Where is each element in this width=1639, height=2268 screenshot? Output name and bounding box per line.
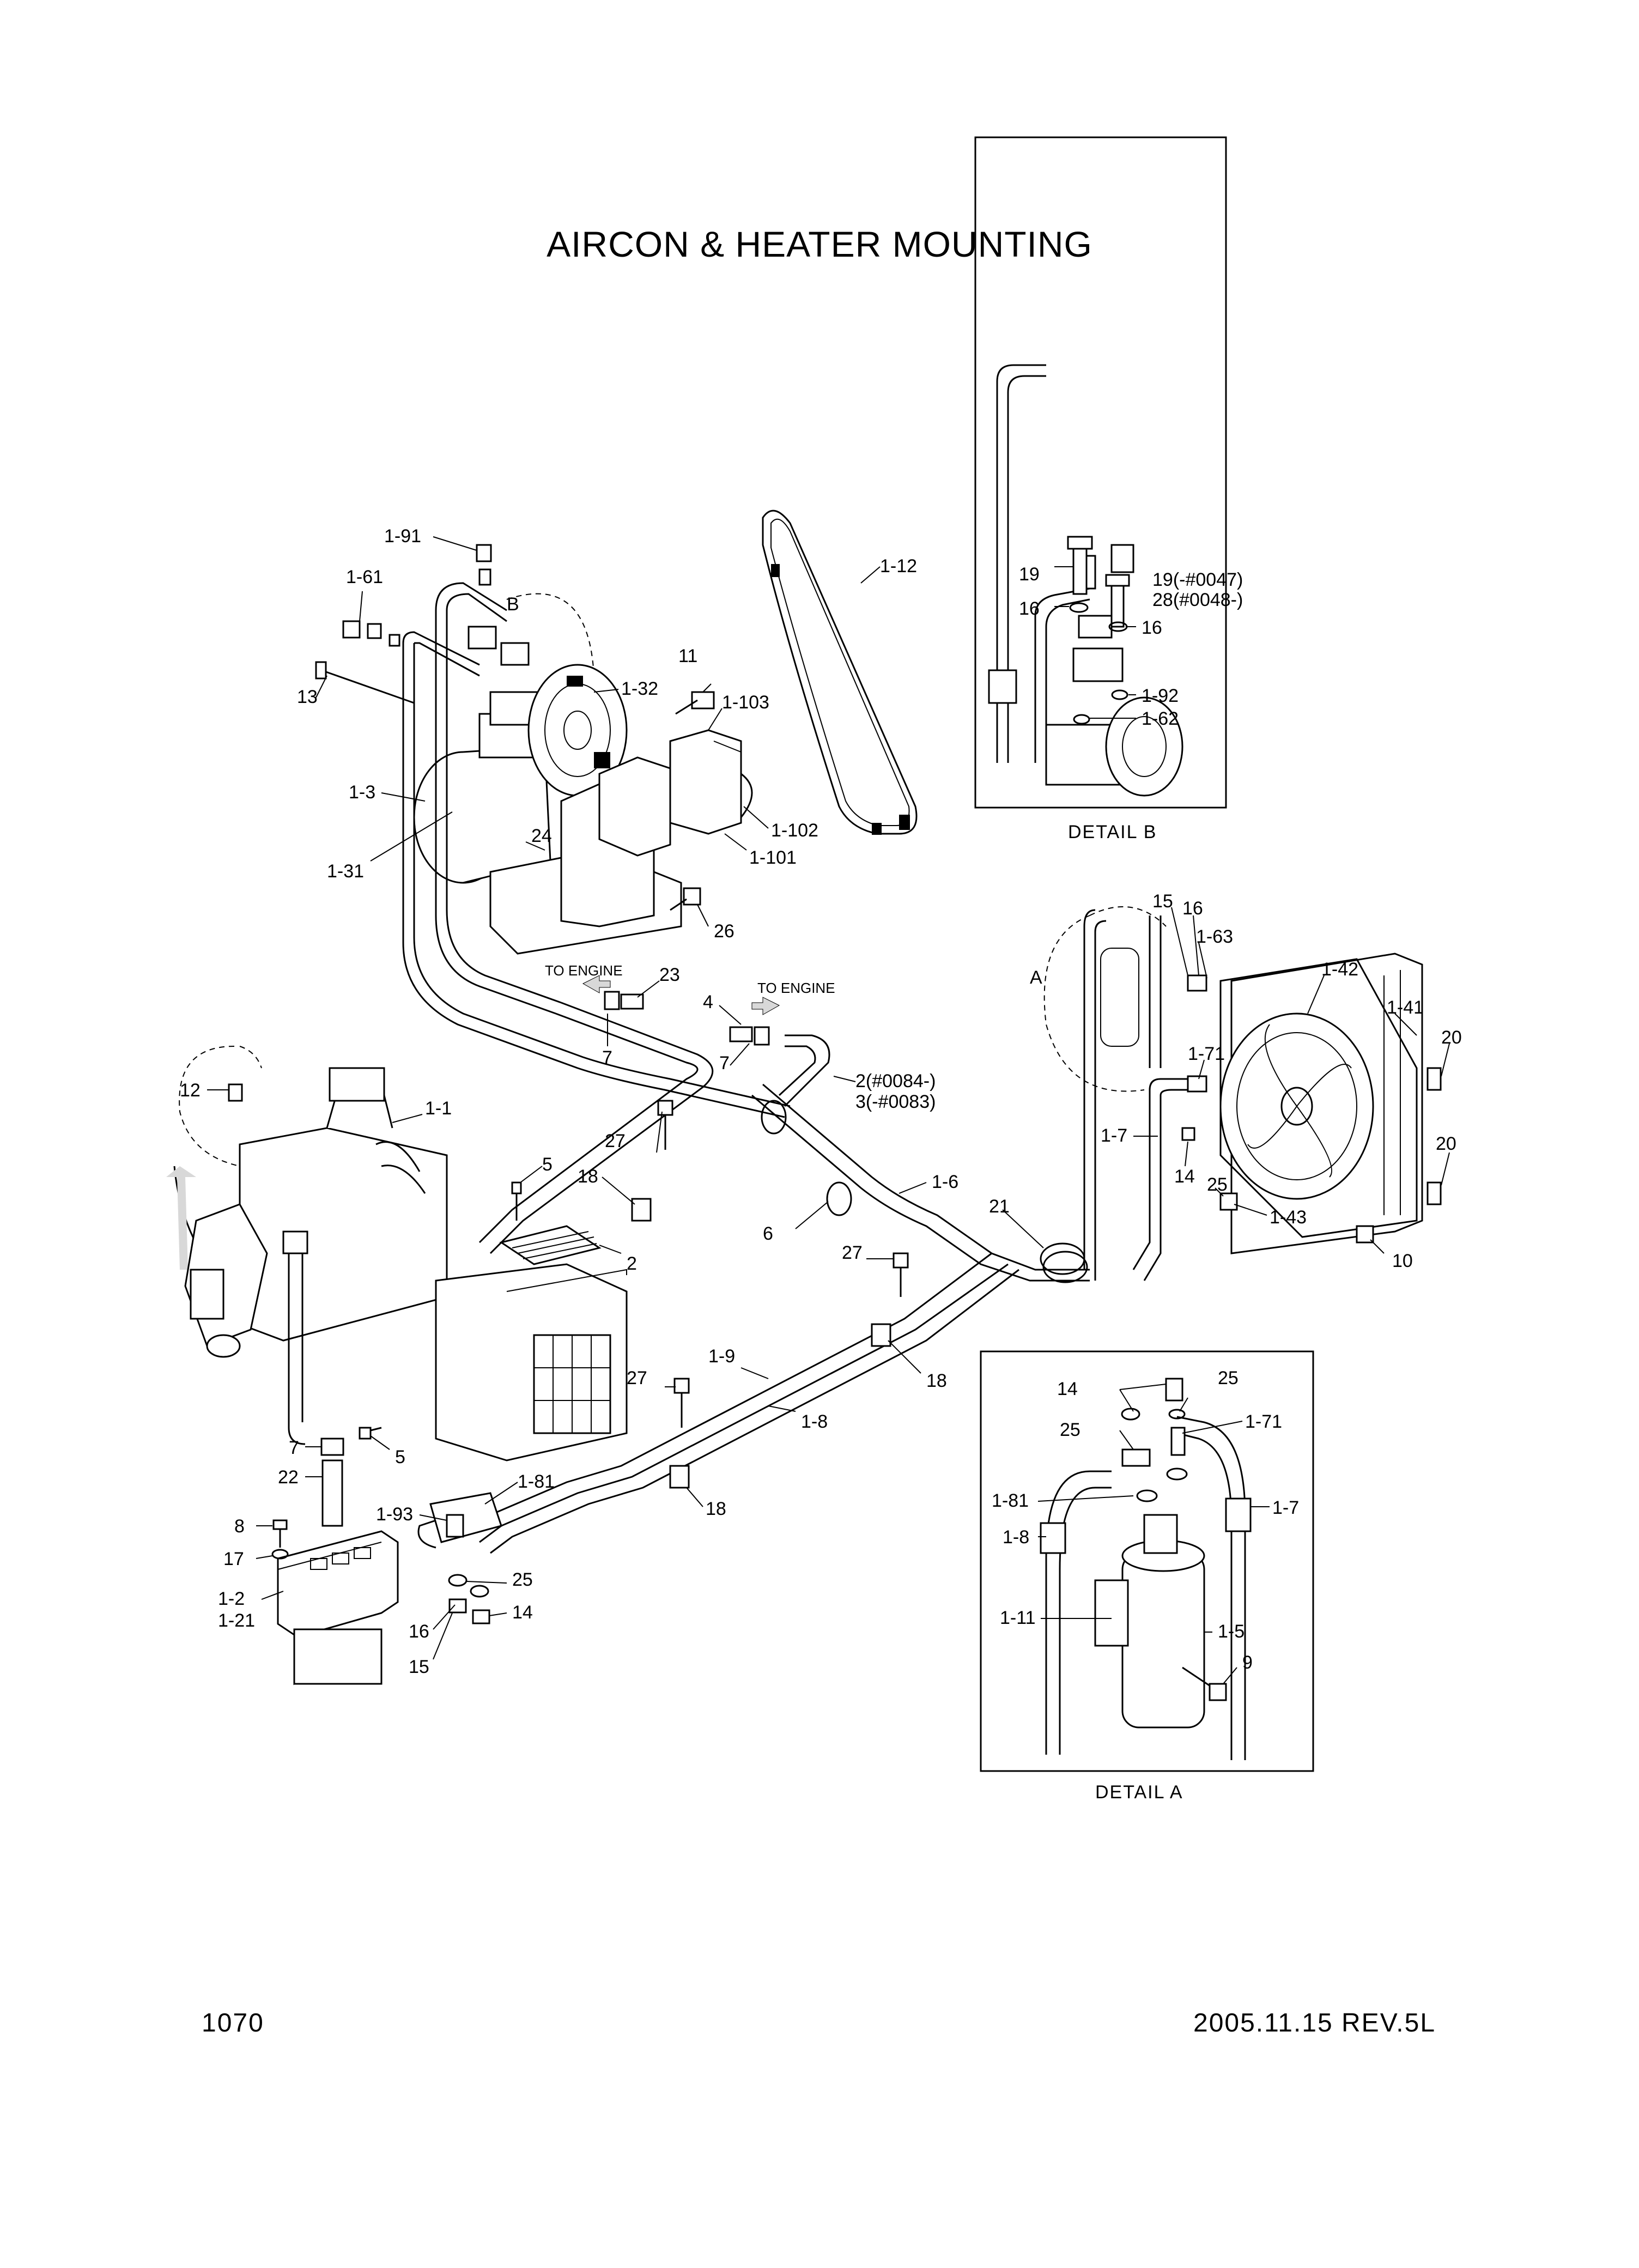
heater-unit: 12 1-1 5 7 22 5 1-81 1-93 25 14 16 15 [166, 1046, 628, 1677]
detail-b-caption: DETAIL B [1068, 822, 1157, 842]
callout-db-19b: 19(-#0047) [1152, 569, 1243, 590]
detail-a-box: 14 25 25 1-71 1-81 1-7 1-8 1-11 1-5 9 DE… [980, 1350, 1314, 1803]
callout-1-43: 1-43 [1270, 1207, 1307, 1228]
callout-5b: 5 [395, 1447, 405, 1467]
callout-1-3: 1-3 [349, 782, 375, 803]
callout-da-25b: 25 [1060, 1420, 1080, 1440]
callout-1-101: 1-101 [749, 847, 797, 868]
callout-16a: 16 [409, 1621, 429, 1642]
callout-da-1-11: 1-11 [1000, 1608, 1036, 1628]
callout-14b: 14 [1174, 1166, 1195, 1187]
callout-21: 21 [989, 1196, 1010, 1217]
callout-17: 17 [223, 1549, 244, 1569]
callout-1-1: 1-1 [425, 1098, 452, 1119]
callout-7c: 7 [289, 1438, 299, 1458]
callout-24: 24 [531, 826, 552, 846]
callout-15b: 15 [1152, 891, 1173, 912]
callout-23: 23 [659, 965, 680, 985]
callout-20b: 20 [1436, 1133, 1456, 1154]
callout-18b: 18 [926, 1370, 947, 1391]
revision-stamp: 2005.11.15 REV.5L [1193, 2009, 1436, 2037]
page-number: 1070 [202, 2009, 264, 2037]
callout-20a: 20 [1441, 1027, 1462, 1048]
callout-da-14: 14 [1057, 1379, 1078, 1399]
compressor-assembly: B [297, 510, 918, 955]
callout-1-71a: 1-71 [1188, 1044, 1225, 1064]
callout-1-103: 1-103 [722, 692, 769, 713]
callout-15a: 15 [409, 1657, 429, 1677]
callout-7b: 7 [719, 1053, 730, 1074]
callout-14a: 14 [512, 1602, 533, 1623]
callout-da-9: 9 [1242, 1652, 1253, 1673]
callout-25b: 25 [1207, 1174, 1228, 1195]
callout-da-1-7: 1-7 [1272, 1497, 1299, 1518]
callout-4: 4 [703, 992, 713, 1012]
detail-a-marker: A [1030, 967, 1042, 988]
callout-da-25a: 25 [1218, 1368, 1239, 1388]
callout-db-1-92: 1-92 [1142, 686, 1179, 706]
callout-10: 10 [1392, 1251, 1413, 1271]
callout-da-1-8: 1-8 [1003, 1527, 1029, 1548]
callout-27b: 27 [842, 1242, 863, 1263]
callout-1-31: 1-31 [327, 861, 364, 882]
callout-27c: 27 [627, 1368, 647, 1388]
callout-db-19: 19 [1019, 564, 1040, 585]
callout-1-9: 1-9 [708, 1346, 735, 1367]
callout-2: 2 [627, 1253, 637, 1274]
note-to-engine-right: TO ENGINE [757, 980, 835, 996]
callout-18a: 18 [578, 1166, 598, 1187]
callout-1-42: 1-42 [1321, 959, 1358, 980]
callout-22: 22 [278, 1467, 299, 1488]
condenser-assembly: A [1030, 891, 1462, 1271]
page-title: AIRCON & HEATER MOUNTING [547, 224, 1092, 264]
callout-da-1-5: 1-5 [1218, 1621, 1245, 1642]
callout-1-6: 1-6 [932, 1172, 958, 1192]
callout-1-2: 1-2 [218, 1588, 245, 1609]
callout-1-21: 1-21 [218, 1610, 255, 1631]
callout-db-1-62: 1-62 [1142, 708, 1179, 729]
callout-8: 8 [234, 1516, 245, 1537]
detail-a-caption: DETAIL A [1095, 1782, 1183, 1803]
callout-27a: 27 [605, 1131, 626, 1151]
detail-b-box: 19 19(-#0047) 28(#0048-) 16 16 1-92 1-62… [974, 136, 1243, 842]
callout-db-16a: 16 [1019, 598, 1040, 619]
callout-25a: 25 [512, 1569, 533, 1590]
callout-1-12: 1-12 [880, 556, 917, 577]
callout-1-93: 1-93 [376, 1504, 413, 1525]
callout-26: 26 [714, 921, 734, 942]
callout-7a: 7 [602, 1047, 612, 1068]
callout-16b: 16 [1182, 898, 1203, 919]
callout-12: 12 [180, 1080, 201, 1101]
callout-1-81: 1-81 [518, 1471, 555, 1492]
callout-1-61: 1-61 [346, 567, 383, 587]
callout-1-102: 1-102 [771, 820, 818, 841]
callout-11: 11 [678, 646, 697, 666]
detail-b-marker: B [507, 594, 519, 615]
callout-da-1-71: 1-71 [1245, 1411, 1282, 1432]
callout-da-1-81: 1-81 [992, 1490, 1029, 1511]
callout-1-7a: 1-7 [1101, 1125, 1127, 1146]
callout-1-91: 1-91 [384, 526, 421, 547]
callout-2-3b: 3(-#0083) [855, 1091, 936, 1112]
callout-18c: 18 [706, 1499, 726, 1519]
callout-1-41: 1-41 [1387, 997, 1424, 1018]
control-panel: 8 17 1-2 1-21 [218, 1516, 399, 1685]
callout-2-3a: 2(#0084-) [855, 1071, 936, 1091]
callout-1-63: 1-63 [1196, 926, 1233, 947]
callout-db-16b: 16 [1142, 617, 1162, 638]
callout-1-8: 1-8 [801, 1411, 828, 1432]
note-to-engine-left: TO ENGINE [545, 962, 623, 979]
callout-6: 6 [763, 1223, 773, 1244]
callout-db-28: 28(#0048-) [1152, 590, 1243, 610]
callout-5a: 5 [542, 1154, 553, 1175]
callout-1-32: 1-32 [621, 678, 658, 699]
callout-13: 13 [297, 687, 318, 707]
